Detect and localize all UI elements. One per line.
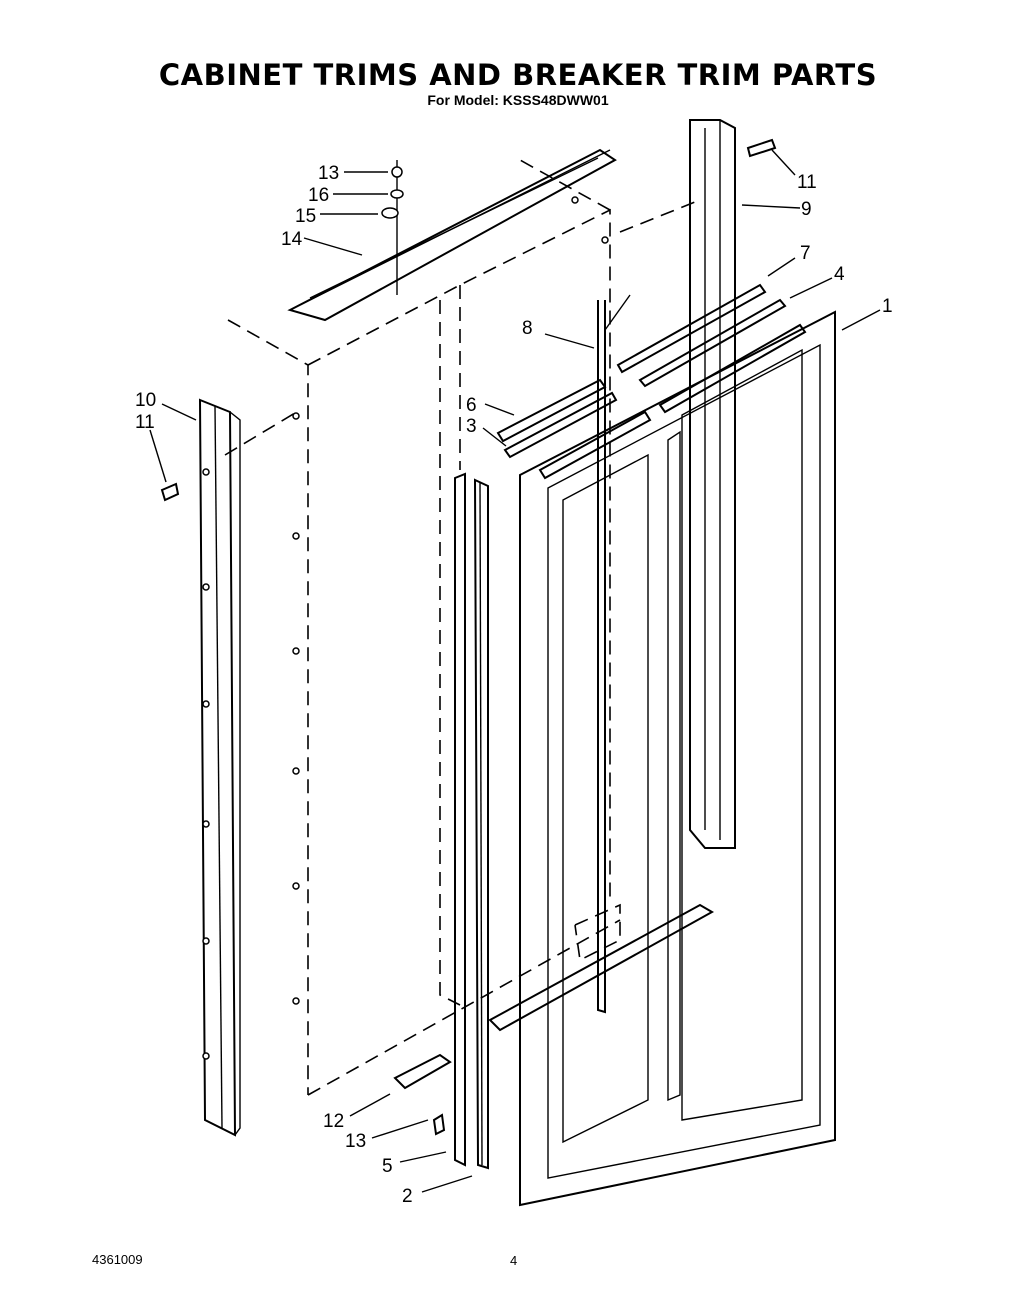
callout-2: 2 <box>402 1186 413 1207</box>
callout-11-top: 11 <box>797 172 817 193</box>
callout-12: 12 <box>323 1111 344 1132</box>
left-trim-part-10 <box>160 398 241 1137</box>
callout-8: 8 <box>522 318 533 339</box>
callout-11-left: 11 <box>135 412 155 433</box>
callout-7: 7 <box>800 243 811 264</box>
callout-4: 4 <box>834 264 845 285</box>
callout-13: 13 <box>318 163 339 184</box>
model-subtitle: For Model: KSSS48DWW01 <box>427 92 609 108</box>
callout-13-bottom: 13 <box>345 1131 366 1152</box>
breaker-trim-part-9 <box>689 119 777 849</box>
callout-9: 9 <box>801 199 812 220</box>
horizontal-trims <box>496 283 807 1014</box>
callout-1: 1 <box>882 296 893 317</box>
top-trim-part-14 <box>287 148 617 322</box>
callout-16: 16 <box>308 185 329 206</box>
page-title: CABINET TRIMS AND BREAKER TRIM PARTS <box>158 58 878 92</box>
callout-6: 6 <box>466 395 477 416</box>
callout-leaders <box>149 149 881 1193</box>
callout-5: 5 <box>382 1156 393 1177</box>
document-number: 4361009 <box>92 1252 143 1267</box>
center-trims-part-5-2 <box>393 472 715 1170</box>
callout-15: 15 <box>295 206 316 227</box>
callout-labels: 13 16 15 14 11 9 7 4 1 8 6 3 10 11 12 13… <box>135 163 893 1207</box>
callout-10: 10 <box>135 390 156 411</box>
page-number: 4 <box>510 1253 518 1268</box>
callout-14: 14 <box>281 229 303 250</box>
cabinet-outline <box>224 159 701 1096</box>
cabinet-holes <box>292 196 609 1005</box>
frame-part-1 <box>519 310 836 1207</box>
callout-3: 3 <box>466 416 477 437</box>
